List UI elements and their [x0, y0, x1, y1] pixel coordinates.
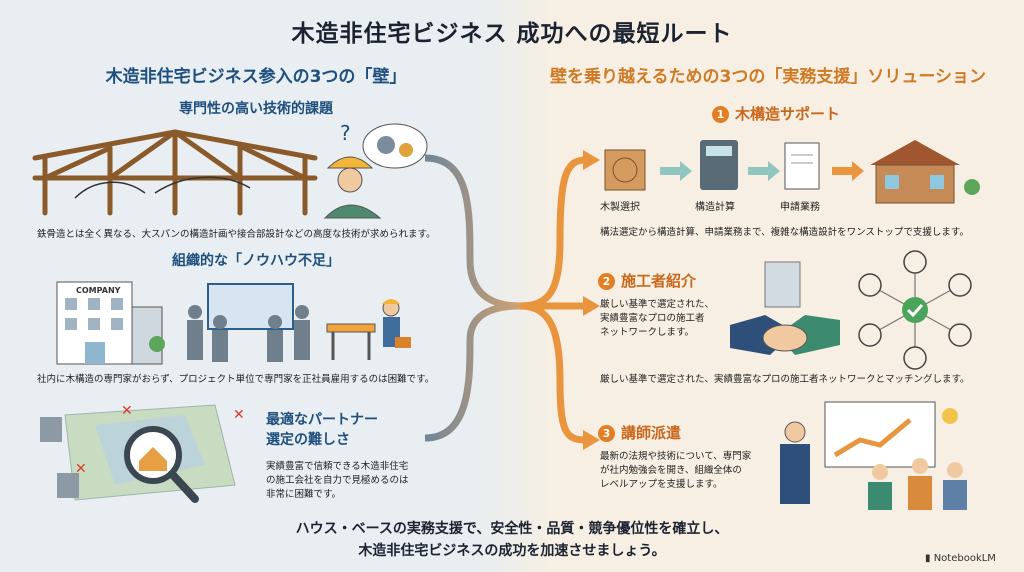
handshake-icon	[730, 261, 840, 355]
company-building-icon	[56, 281, 165, 365]
solution3-body-line1: 最新の法規や技術について、専門家	[600, 451, 752, 462]
solution3-body-line2: が社内勉強会を開き、組織全体の	[600, 465, 742, 476]
solution2-body-line1: 厳しい基準で選定された、	[600, 299, 715, 310]
svg-text:✕: ✕	[75, 461, 87, 477]
solution2-caption: 厳しい基準で選定された、実績豊富なプロの施工者ネットワークとマッチングします。	[600, 374, 970, 385]
timber-frame-illustration	[32, 129, 318, 216]
step-application: 申請業務	[780, 202, 820, 213]
solution1-number: 1	[712, 106, 729, 123]
brand-name: NotebookLM	[933, 553, 996, 564]
solution2-number: 2	[598, 273, 615, 290]
step-structural-calc: 構造計算	[695, 202, 735, 213]
solution1-caption: 構法選定から構造計算、申請業務まで、複雑な構造設計をワンストップで支援します。	[600, 227, 969, 238]
wall3-caption-line1: 実績豊富で信頼できる木造非住宅	[266, 461, 409, 472]
left-heading: 木造非住宅ビジネス参入の3つの「壁」	[105, 67, 407, 87]
team-meeting-icon	[187, 283, 310, 362]
solution1-title-text: 木構造サポート	[735, 105, 841, 123]
wall1-caption: 鉄骨造とは全く異なる、大スパンの構造計画や接合部設計などの高度な技術が求められま…	[37, 229, 436, 240]
right-heading: 壁を乗り越えるための3つの「実務支援」ソリューション	[550, 67, 986, 87]
brand-logo: ▮ NotebookLM	[925, 553, 996, 564]
partner-search-map-icon: ✕ ✕ ✕	[40, 403, 245, 503]
footer-message: ハウス・ベースの実務支援で、安全性・品質・競争優位性を確立し、 木造非住宅ビジネ…	[0, 518, 1024, 562]
wall3-caption: 実績豊富で信頼できる木造非住宅 の施工会社を自力で見極めるのは 非常に困難です。	[266, 460, 409, 502]
wall3-caption-line3: 非常に困難です。	[266, 489, 342, 500]
solution3-number: 3	[598, 425, 615, 442]
solution3-title: 3 講師派遣	[598, 422, 681, 443]
footer-line2: 木造非住宅ビジネスの成功を加速させましょう。	[358, 543, 666, 559]
svg-text:✕: ✕	[233, 407, 245, 423]
arrow-in-top	[424, 154, 521, 310]
company-sign: COMPANY	[76, 286, 121, 295]
panel-seam	[470, 0, 560, 572]
wall3-title-line1: 最適なパートナー	[266, 412, 378, 428]
arrow-out-top	[519, 156, 586, 310]
lecture-seminar-icon	[780, 401, 967, 510]
solution2-title-text: 施工者紹介	[621, 272, 697, 290]
wall3-title-line2: 選定の難しさ	[266, 432, 350, 448]
wall3-title: 最適なパートナー 選定の難しさ	[266, 410, 378, 450]
solution3-body-line3: レベルアップを支援します。	[600, 479, 723, 490]
arrow-out-bottom	[519, 302, 586, 444]
engineer-thinking-icon: ?	[323, 121, 428, 219]
svg-text:?: ?	[340, 121, 351, 145]
network-icon	[858, 250, 972, 370]
solution2-body-line2: 実績豊富なプロの施工者	[600, 313, 705, 324]
footer-line1: ハウス・ベースの実務支援で、安全性・品質・競争優位性を確立し、	[295, 521, 729, 537]
solution3-title-text: 講師派遣	[621, 424, 682, 442]
wall1-title: 専門性の高い技術的課題	[179, 101, 333, 117]
wall2-title: 組織的な「ノウハウ不足」	[172, 253, 340, 269]
solution2-body: 厳しい基準で選定された、 実績豊富なプロの施工者 ネットワークします。	[600, 298, 714, 340]
solution3-body: 最新の法規や技術について、専門家 が社内勉強会を開き、組織全体の レベルアップを…	[600, 450, 751, 492]
brand-mark-icon: ▮	[925, 553, 934, 564]
svg-text:✕: ✕	[121, 403, 133, 419]
step-wood-selection: 木製選択	[600, 202, 640, 213]
wall2-caption: 社内に木構造の専門家がおらず、プロジェクト単位で専門家を正社員雇用するのは困難で…	[37, 374, 435, 385]
solution2-body-line3: ネットワークします。	[600, 327, 695, 338]
solution2-title: 2 施工者紹介	[598, 270, 696, 291]
wall3-caption-line2: の施工会社を自力で見極めるのは	[266, 475, 409, 486]
page-title: 木造非住宅ビジネス 成功への最短ルート	[291, 21, 733, 47]
solution1-title: 1 木構造サポート	[712, 103, 840, 124]
worker-with-toolbox-icon	[326, 299, 411, 360]
structural-workflow-icons	[604, 140, 980, 204]
